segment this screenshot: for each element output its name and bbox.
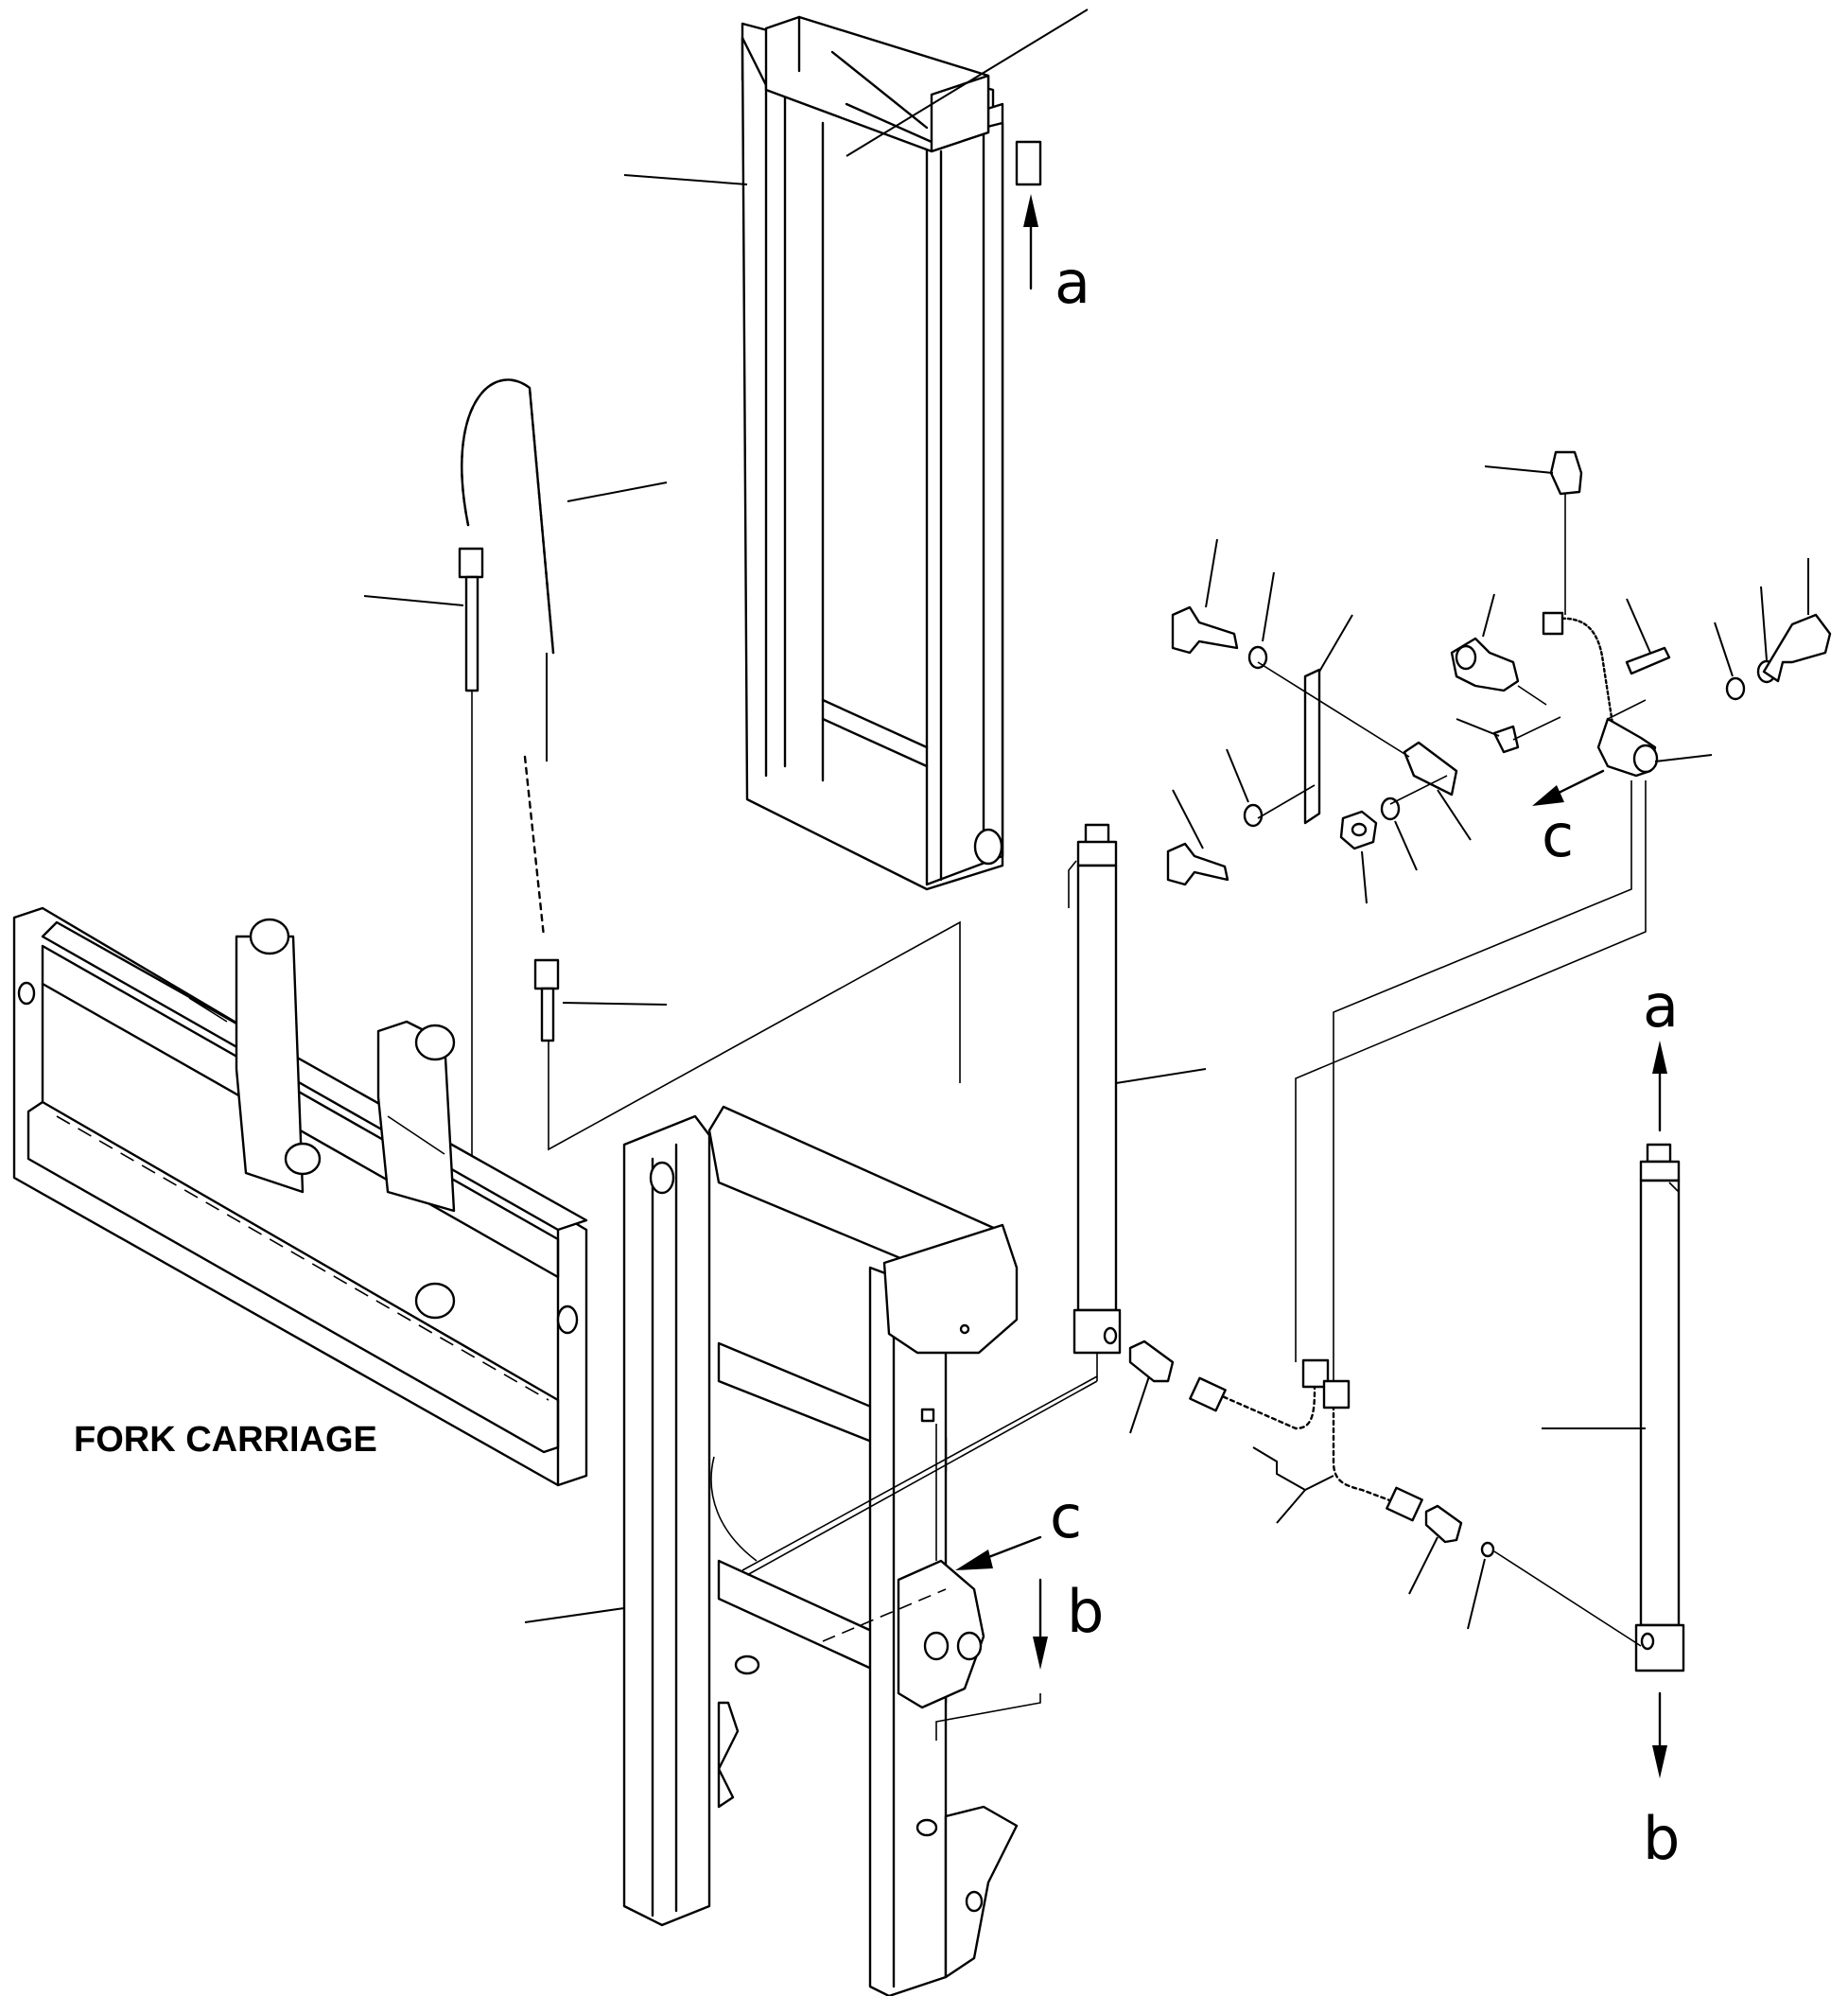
fork-carriage: FORK CARRIAGE — [12, 906, 588, 1487]
hydraulic-hoses — [1189, 780, 1647, 1524]
ref-letter-b-right: b — [1643, 1804, 1680, 1873]
reference-arrow-a-right: a — [1643, 972, 1679, 1132]
ref-letter-c-mid: c — [1050, 1482, 1082, 1551]
reference-arrow-b-right: b — [1643, 1691, 1680, 1873]
ref-letter-b-mid: b — [1067, 1577, 1104, 1646]
hose-fitting-left — [1128, 1339, 1175, 1434]
chain-anchor-bolt-right — [533, 920, 961, 1151]
outer-mast — [524, 1105, 1098, 1996]
ref-letter-a-top: a — [1055, 248, 1090, 317]
valve-bracket-assembly — [1166, 450, 1832, 904]
inner-mast — [623, 9, 1089, 891]
reference-arrow-c-right: c — [1532, 769, 1605, 870]
chain-anchor-bolt-left — [363, 547, 484, 1173]
ref-letter-a-right: a — [1643, 972, 1679, 1041]
lift-cylinder-right — [1542, 1143, 1685, 1672]
fork-carriage-label: FORK CARRIAGE — [74, 1420, 377, 1460]
reference-arrow-b-mid: b — [935, 1577, 1104, 1741]
lift-chain — [461, 378, 668, 938]
hose-fitting-right — [1408, 1504, 1642, 1647]
ref-letter-c-right: c — [1542, 801, 1574, 870]
reference-arrow-c-mid: c — [955, 1482, 1082, 1570]
lift-cylinder-left — [746, 823, 1207, 1576]
reference-arrow-a-top: a — [1023, 194, 1090, 317]
